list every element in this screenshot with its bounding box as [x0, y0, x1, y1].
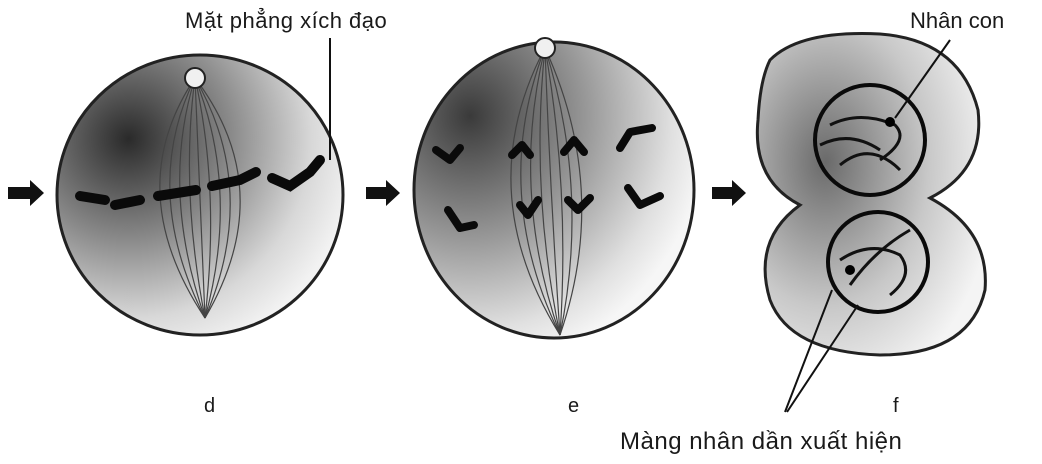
cell-anaphase [414, 38, 694, 338]
nucleolus-label: Nhân con [910, 8, 1004, 34]
equatorial-plane-label: Mặt phẳng xích đạo [185, 8, 387, 34]
nuclear-envelope-label: Màng nhân dần xuất hiện [620, 428, 902, 456]
panel-label-e: e [568, 395, 579, 418]
panel-label-f: f [893, 395, 899, 418]
cell-metaphase [57, 38, 343, 335]
panel-label-d: d [204, 395, 215, 418]
right-arrow-icon [8, 180, 44, 206]
cell-telophase [757, 34, 985, 412]
right-arrow-icon [712, 180, 746, 206]
right-arrow-icon [366, 180, 400, 206]
